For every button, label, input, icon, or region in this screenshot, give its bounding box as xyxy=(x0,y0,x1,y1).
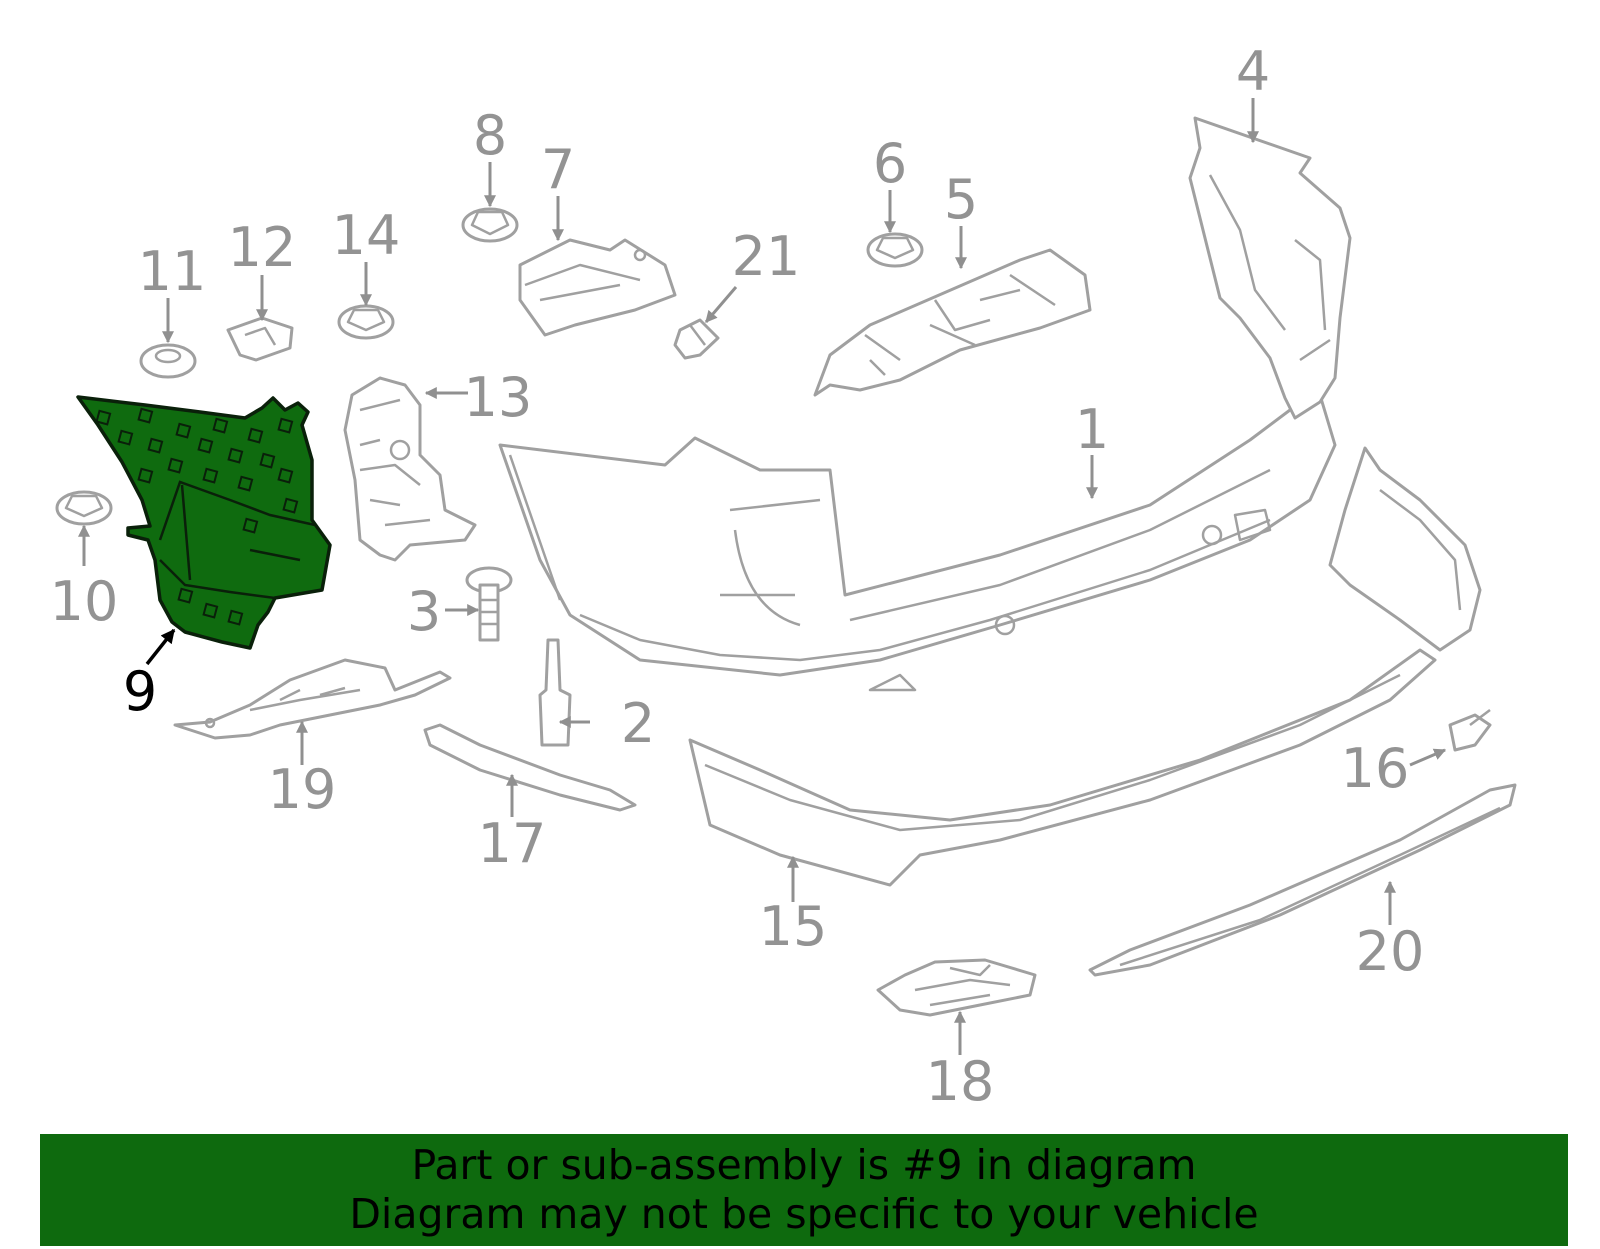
part-1-bumper-cover xyxy=(498,393,1337,692)
part-18-grille xyxy=(876,958,1037,1017)
part-17-strip xyxy=(423,723,637,812)
info-banner: Part or sub-assembly is #9 in diagram Di… xyxy=(40,1134,1568,1246)
part-side-skin xyxy=(1328,446,1482,652)
part-13-bracket xyxy=(343,376,477,562)
callout-14: 14 xyxy=(332,204,401,267)
callout-5: 5 xyxy=(944,168,978,231)
banner-line-2: Diagram may not be specific to your vehi… xyxy=(349,1190,1259,1238)
part-16-clip xyxy=(1448,709,1492,752)
part-10-nut xyxy=(55,490,113,526)
part-19-bracket xyxy=(173,658,452,740)
callout-9: 9 xyxy=(123,660,157,723)
callout-20: 20 xyxy=(1356,920,1425,983)
part-20-lower-strip xyxy=(1088,783,1517,977)
callout-4: 4 xyxy=(1236,40,1270,103)
callout-1: 1 xyxy=(1075,398,1109,461)
part-8-nut xyxy=(461,207,519,243)
part-3-bolt xyxy=(465,566,513,642)
callout-12: 12 xyxy=(228,216,297,279)
part-5-large-bracket xyxy=(813,248,1092,397)
callout-8: 8 xyxy=(473,104,507,167)
part-7-bracket xyxy=(518,238,677,337)
callout-3: 3 xyxy=(407,580,441,643)
part-21-clip xyxy=(673,318,720,360)
callout-17: 17 xyxy=(478,812,547,875)
callout-19: 19 xyxy=(268,758,337,821)
callout-10: 10 xyxy=(50,570,119,633)
part-9-highlighted-bracket xyxy=(76,395,332,650)
callout-15: 15 xyxy=(759,895,828,958)
part-14-nut xyxy=(337,304,395,340)
leader-arrows xyxy=(78,98,1447,1055)
callout-2: 2 xyxy=(621,692,655,755)
callout-labels: 1 2 3 4 5 6 7 8 9 10 11 12 13 14 15 16 1… xyxy=(50,40,1425,1113)
part-11-washer xyxy=(139,343,197,379)
banner-line-1: Part or sub-assembly is #9 in diagram xyxy=(411,1141,1197,1189)
part-12-clip xyxy=(226,316,294,362)
callout-16: 16 xyxy=(1341,737,1410,800)
part-6-nut xyxy=(866,232,924,268)
callout-18: 18 xyxy=(926,1050,995,1113)
part-4-side-bracket xyxy=(1188,116,1352,420)
callout-7: 7 xyxy=(541,138,575,201)
callout-11: 11 xyxy=(138,240,207,303)
callout-21: 21 xyxy=(732,225,801,288)
part-15-lower-cover xyxy=(688,648,1437,887)
part-2-pin xyxy=(538,638,572,747)
callout-6: 6 xyxy=(873,132,907,195)
callout-13: 13 xyxy=(464,366,533,429)
